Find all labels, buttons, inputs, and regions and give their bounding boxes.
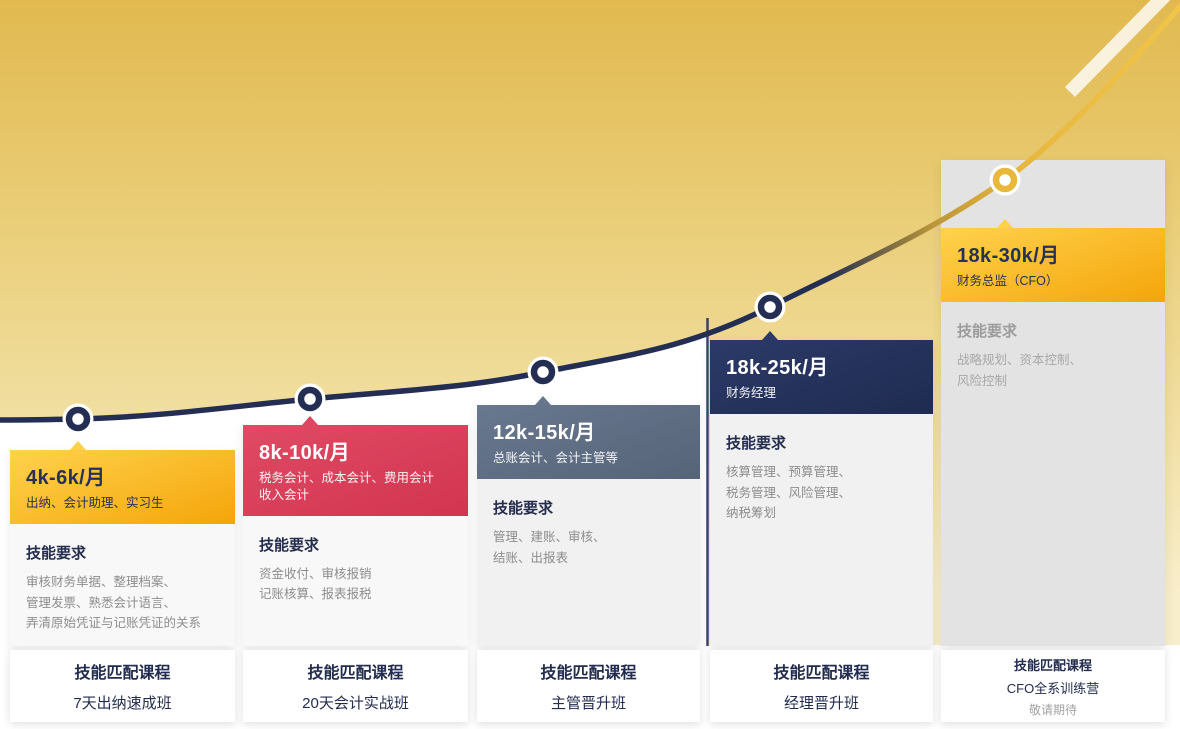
course-name: CFO全系训练营: [1006, 680, 1100, 696]
stage-panel-1: 4k-6k/月 出纳、会计助理、实习生 技能要求 审核财务单据、整理档案、 管理…: [10, 441, 235, 646]
salary-range: 18k-25k/月: [726, 357, 829, 379]
salary-range: 12k-15k/月: [493, 422, 596, 444]
course-card-5[interactable]: 技能匹配课程 CFO全系训练营 敬请期待: [941, 650, 1165, 722]
course-name: 经理晋升班: [783, 695, 859, 712]
course-status: 敬请期待: [1028, 702, 1077, 717]
skills-section-4: 技能要求 核算管理、预算管理、 税务管理、风险管理、 纳税筹划: [710, 414, 933, 524]
skills-list: 资金收付、审核报销 记账核算、报表报税: [259, 566, 372, 602]
salary-range: 18k-30k/月: [957, 245, 1060, 267]
skills-title: 技能要求: [726, 434, 787, 452]
course-card-1[interactable]: 技能匹配课程 7天出纳速成班: [10, 650, 235, 722]
stage-panel-5: 18k-30k/月 财务总监（CFO） 技能要求 战略规划、资本控制、 风险控制: [941, 160, 1165, 646]
stage-panel-2: 8k-10k/月 税务会计、成本会计、费用会计 收入会计 技能要求 资金收付、审…: [243, 416, 468, 646]
skills-section-2: 技能要求 资金收付、审核报销 记账核算、报表报税: [243, 516, 468, 605]
skills-list: 审核财务单据、整理档案、 管理发票、熟悉会计语言、 弄清原始凭证与记账凭证的关系: [26, 574, 202, 631]
salary-badge-5: 18k-30k/月 财务总监（CFO）: [941, 219, 1165, 302]
badge-notch-2: [302, 416, 318, 425]
course-card-3[interactable]: 技能匹配课程 主管晋升班: [477, 650, 700, 722]
course-label: 技能匹配课程: [540, 665, 637, 682]
stage-panel-3: 12k-15k/月 总账会计、会计主管等 技能要求 管理、建账、审核、 结账、出…: [477, 396, 700, 646]
course-label: 技能匹配课程: [773, 665, 870, 682]
badge-notch-5: [997, 219, 1013, 228]
salary-badge-4: 18k-25k/月 财务经理: [710, 331, 933, 414]
course-label: 技能匹配课程: [307, 665, 404, 682]
skills-title: 技能要求: [26, 544, 87, 562]
course-name: 主管晋升班: [550, 695, 626, 712]
job-roles: 总账会计、会计主管等: [493, 451, 619, 465]
salary-badge-1: 4k-6k/月 出纳、会计助理、实习生: [10, 441, 235, 524]
skills-list: 核算管理、预算管理、 税务管理、风险管理、 纳税筹划: [726, 464, 852, 521]
course-name: 20天会计实战班: [302, 695, 409, 712]
skills-list: 战略规划、资本控制、 风险控制: [957, 352, 1083, 388]
course-name: 7天出纳速成班: [73, 695, 172, 712]
skills-title: 技能要求: [493, 499, 554, 517]
job-roles: 税务会计、成本会计、费用会计 收入会计: [259, 471, 435, 502]
salary-range: 8k-10k/月: [259, 442, 351, 464]
skills-list: 管理、建账、审核、 结账、出报表: [493, 529, 606, 565]
salary-badge-2: 8k-10k/月 税务会计、成本会计、费用会计 收入会计: [243, 416, 468, 516]
course-label: 技能匹配课程: [1013, 657, 1092, 673]
badge-notch-4: [762, 331, 778, 340]
course-card-2[interactable]: 技能匹配课程 20天会计实战班: [243, 650, 468, 722]
salary-badge-3: 12k-15k/月 总账会计、会计主管等: [477, 396, 700, 479]
skills-section-3: 技能要求 管理、建账、审核、 结账、出报表: [477, 479, 700, 568]
skills-section-5: 技能要求 战略规划、资本控制、 风险控制: [941, 302, 1165, 391]
course-label: 技能匹配课程: [74, 665, 171, 682]
skills-title: 技能要求: [259, 536, 320, 554]
skills-title: 技能要求: [957, 322, 1018, 340]
badge-notch-3: [535, 396, 551, 405]
skills-section-1: 技能要求 审核财务单据、整理档案、 管理发票、熟悉会计语言、 弄清原始凭证与记账…: [10, 524, 235, 634]
badge-notch-1: [70, 441, 86, 450]
course-card-4[interactable]: 技能匹配课程 经理晋升班: [710, 650, 933, 722]
salary-range: 4k-6k/月: [26, 467, 106, 489]
job-roles: 财务总监（CFO）: [957, 274, 1059, 288]
job-roles: 出纳、会计助理、实习生: [26, 496, 164, 510]
job-roles: 财务经理: [726, 386, 777, 400]
stage-panel-4: 18k-25k/月 财务经理 技能要求 核算管理、预算管理、 税务管理、风险管理…: [710, 331, 933, 646]
